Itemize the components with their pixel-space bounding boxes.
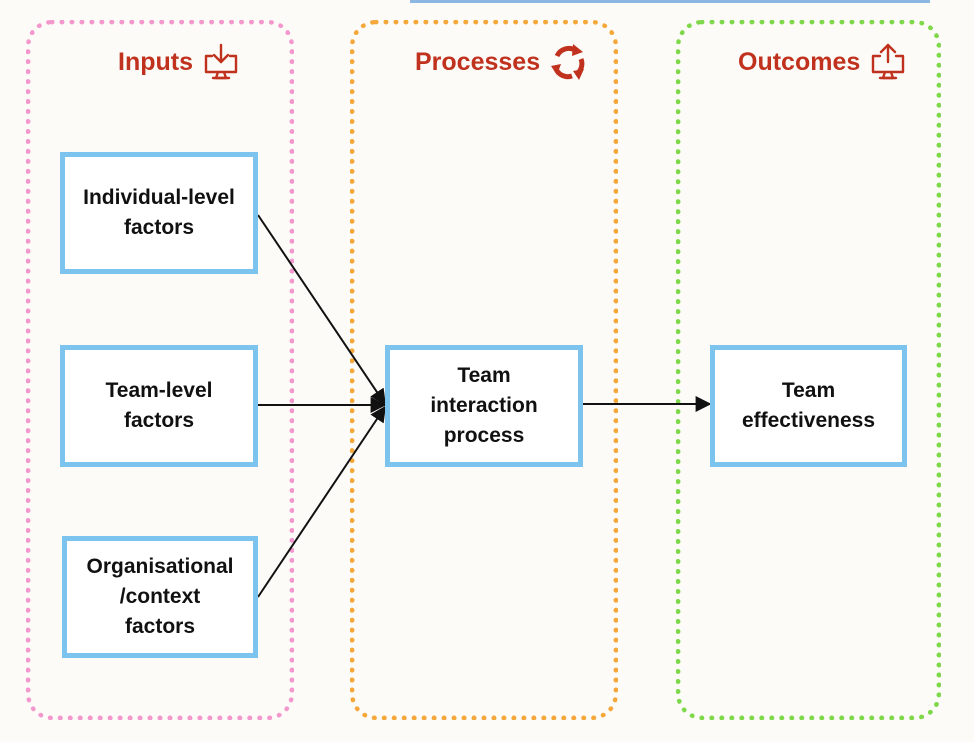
team-effectiveness-label: Team effectiveness bbox=[741, 379, 876, 432]
processes-header: Processes bbox=[415, 38, 588, 86]
individual-level-factors-box: Individual-level factors bbox=[60, 152, 258, 274]
download-tray-icon bbox=[201, 42, 241, 82]
team-level-factors-label: Team-level factors bbox=[105, 379, 213, 432]
refresh-cycle-icon bbox=[548, 42, 588, 82]
organisational-context-factors-box: Organisational /context factors bbox=[62, 536, 258, 658]
organisational-context-factors-label: Organisational /context factors bbox=[86, 555, 234, 638]
outcomes-header: Outcomes bbox=[738, 38, 908, 86]
upload-tray-icon bbox=[868, 42, 908, 82]
team-interaction-process-label: Team interaction process bbox=[430, 364, 538, 447]
inputs-title: Inputs bbox=[118, 47, 193, 76]
team-level-factors-box: Team-level factors bbox=[60, 345, 258, 467]
processes-title: Processes bbox=[415, 47, 541, 76]
individual-level-factors-label: Individual-level factors bbox=[83, 186, 235, 239]
team-effectiveness-box: Team effectiveness bbox=[710, 345, 907, 467]
inputs-header: Inputs bbox=[118, 38, 241, 86]
outcomes-title: Outcomes bbox=[738, 47, 861, 76]
team-interaction-process-box: Team interaction process bbox=[385, 345, 583, 467]
outcomes-column bbox=[676, 20, 941, 720]
cropped-top-band bbox=[410, 0, 930, 3]
